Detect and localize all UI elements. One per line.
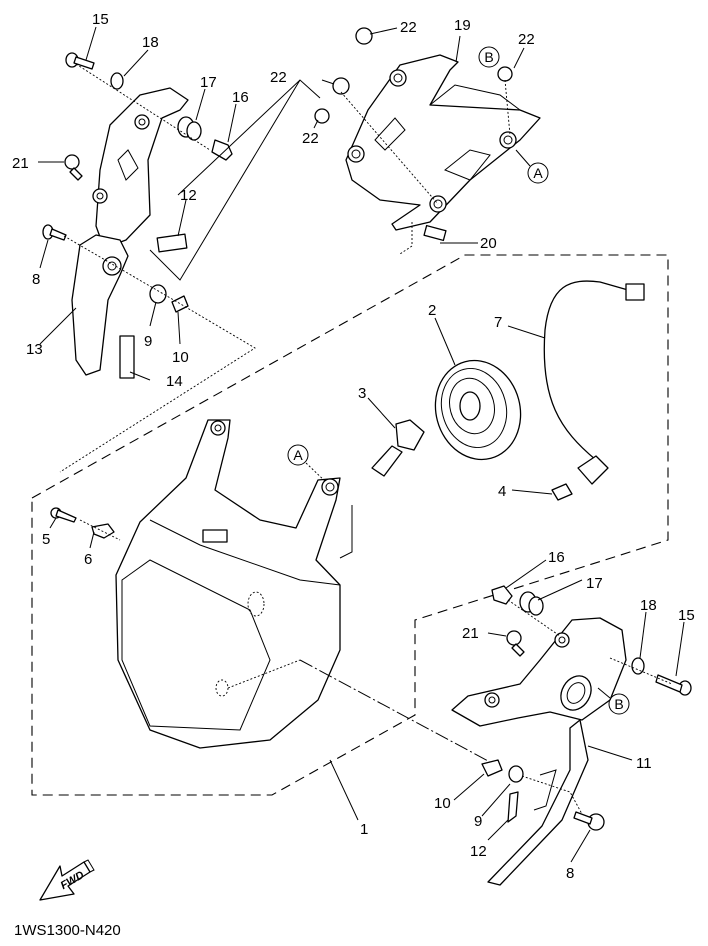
headlight-body xyxy=(115,419,341,749)
collar-16-bottom xyxy=(491,585,513,605)
bolt-8-bottom xyxy=(573,811,605,831)
washer-18-top xyxy=(110,72,124,90)
callout-9: 9 xyxy=(144,333,152,350)
headlight-bulb-3 xyxy=(371,419,425,477)
callout-9: 9 xyxy=(474,813,482,830)
bolt-15-top xyxy=(65,52,95,70)
callout-18: 18 xyxy=(142,34,159,51)
bolt-15-bottom xyxy=(655,674,692,696)
callout-18: 18 xyxy=(640,597,657,614)
socket-cord-7 xyxy=(543,280,629,461)
callout-10: 10 xyxy=(434,795,451,812)
svg-text:B: B xyxy=(614,696,623,712)
position-bulb-4 xyxy=(551,483,573,501)
callout-6: 6 xyxy=(84,551,92,568)
socket-cover-2 xyxy=(434,359,522,461)
callout-labels: 15 18 17 16 21 12 8 13 9 10 14 22 19 22 … xyxy=(12,11,695,882)
callout-21: 21 xyxy=(462,625,479,642)
plate-14 xyxy=(119,335,135,379)
callout-12: 12 xyxy=(180,187,197,204)
callout-17: 17 xyxy=(586,575,603,592)
ref-marker-a-body: A xyxy=(287,444,327,483)
ref-marker-b-bracket: B xyxy=(597,687,630,715)
screw-5 xyxy=(50,507,77,523)
callout-10: 10 xyxy=(172,349,189,366)
damper-12-bottom xyxy=(507,791,519,823)
callout-12: 12 xyxy=(470,843,487,860)
callout-20: 20 xyxy=(480,235,497,252)
callout-22: 22 xyxy=(400,19,417,36)
callout-1: 1 xyxy=(360,821,368,838)
callout-16: 16 xyxy=(548,549,565,566)
callout-22: 22 xyxy=(270,69,287,86)
drawing-code: 1WS1300-N420 xyxy=(14,922,121,939)
damper-17-bottom xyxy=(519,591,544,616)
headlight-stay-19 xyxy=(345,54,541,231)
collar-16-top xyxy=(211,139,233,161)
bolt-21-bottom xyxy=(506,630,525,657)
leader-lines xyxy=(38,26,685,863)
callout-4: 4 xyxy=(498,483,506,500)
right-bracket-11 xyxy=(451,617,627,886)
callout-21: 21 xyxy=(12,155,29,172)
callout-22: 22 xyxy=(518,31,535,48)
callout-5: 5 xyxy=(42,531,50,548)
ref-marker-b-top: B xyxy=(478,46,500,68)
svg-text:A: A xyxy=(293,447,303,463)
damper-20 xyxy=(423,224,447,242)
cord-socket xyxy=(577,455,609,485)
nut-10-bottom xyxy=(481,759,503,777)
callout-14: 14 xyxy=(166,373,183,390)
svg-text:A: A xyxy=(533,165,543,181)
callout-16: 16 xyxy=(232,89,249,106)
grommet-9-bottom xyxy=(508,765,524,783)
ref-marker-a-top: A xyxy=(515,149,549,184)
grommet-9-top xyxy=(149,284,167,304)
callout-19: 19 xyxy=(454,17,471,34)
callout-3: 3 xyxy=(358,385,366,402)
callout-2: 2 xyxy=(428,302,436,319)
svg-text:FWD: FWD xyxy=(59,869,87,892)
nut-10-top xyxy=(171,295,189,313)
svg-text:B: B xyxy=(484,49,493,65)
bolt-8-top xyxy=(42,224,67,241)
callout-8: 8 xyxy=(566,865,574,882)
left-bracket-13 xyxy=(71,87,189,376)
callout-15: 15 xyxy=(92,11,109,28)
callout-13: 13 xyxy=(26,341,43,358)
damper-17-top xyxy=(177,116,202,141)
dampers-22 xyxy=(314,27,513,124)
callout-15: 15 xyxy=(678,607,695,624)
callout-7: 7 xyxy=(494,314,502,331)
assembly-boundary xyxy=(31,254,669,796)
callout-8: 8 xyxy=(32,271,40,288)
fwd-arrow-icon: FWD xyxy=(39,859,95,901)
callout-17: 17 xyxy=(200,74,217,91)
washer-18-bottom xyxy=(631,657,645,675)
bolt-21-top xyxy=(64,154,83,181)
callout-11: 11 xyxy=(636,755,652,772)
damper-12-top xyxy=(156,233,188,253)
callout-22: 22 xyxy=(302,130,319,147)
